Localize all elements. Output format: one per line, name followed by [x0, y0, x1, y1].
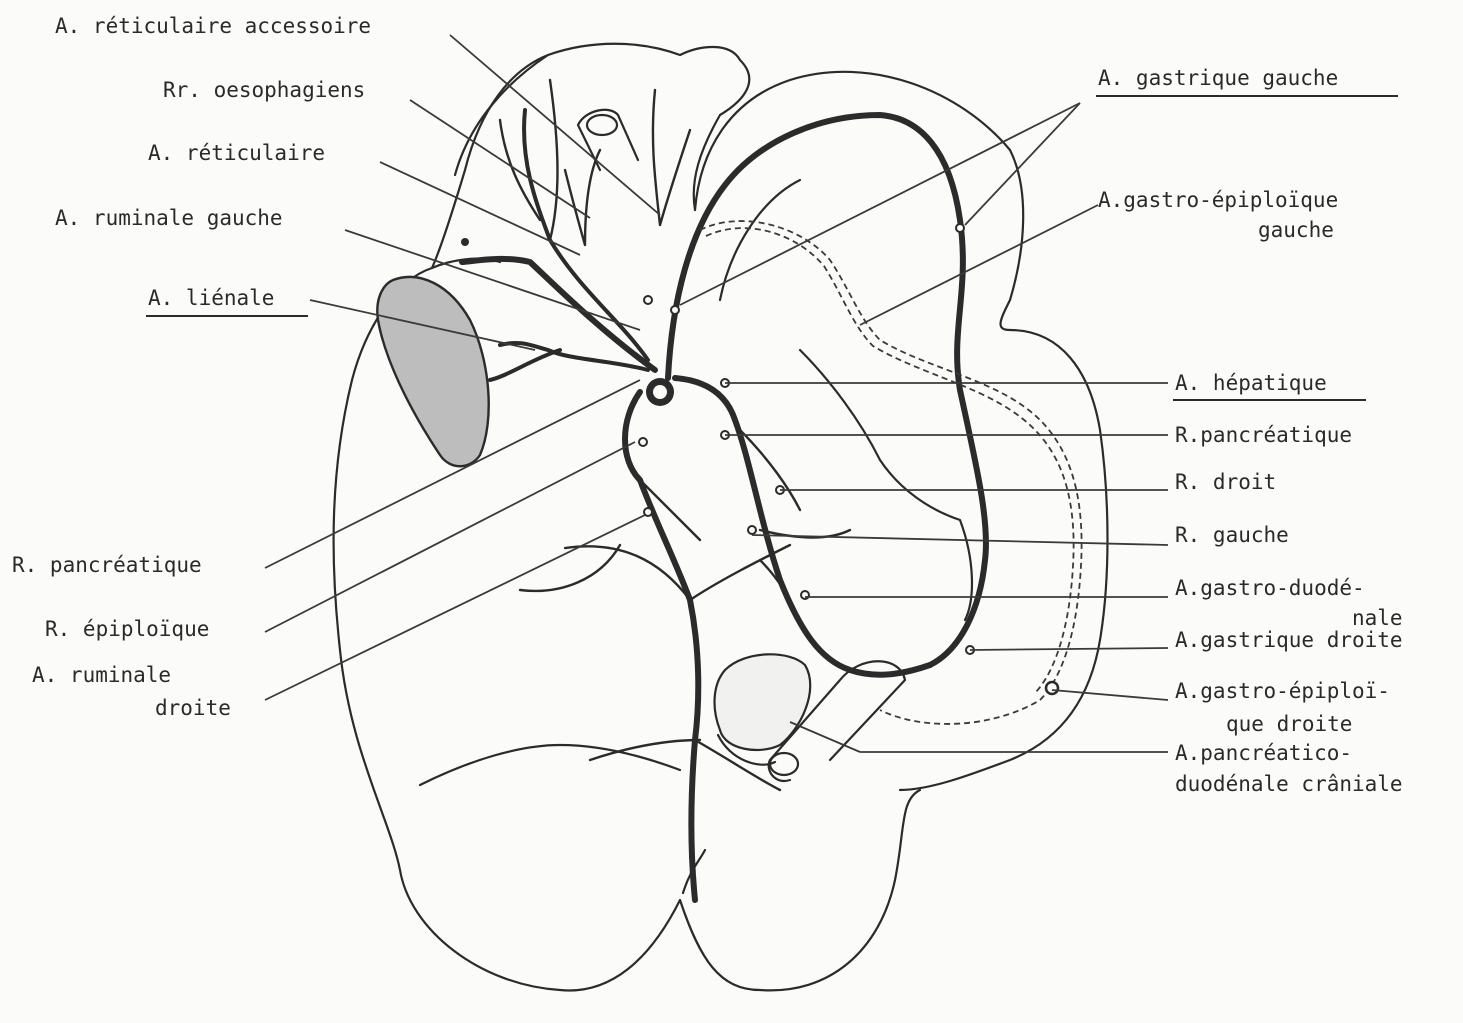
label-reticulaire-accessoire: A. réticulaire accessoire — [55, 14, 371, 38]
vessel-marker — [639, 438, 647, 446]
label-oesophagiens: Rr. oesophagiens — [163, 78, 365, 102]
celiac-trunk-lumen — [653, 385, 667, 399]
vessel-marker — [644, 296, 652, 304]
esophagus-opening — [587, 115, 617, 135]
hepatic-artery — [675, 378, 930, 675]
duodenum-opening — [770, 753, 798, 775]
label-droit: R. droit — [1175, 470, 1276, 494]
omasum-outline — [720, 180, 972, 620]
spleen — [377, 277, 488, 466]
label-gastro-epiploique-gauche-2: gauche — [1258, 218, 1334, 242]
label-lienale: A. liénale — [148, 286, 274, 310]
label-ruminale-gauche: A. ruminale gauche — [55, 206, 283, 230]
label-gastro-epiploique-droite-2: que droite — [1226, 712, 1352, 736]
vessel-marker — [748, 526, 756, 534]
left-gastro-epiploic-artery — [700, 221, 1082, 724]
right-ruminal-artery — [625, 392, 698, 900]
vessel-marker — [461, 238, 469, 246]
label-pancreatico-duodenale-1: A.pancréatico- — [1175, 741, 1352, 765]
left-gastro-epiploic-artery-b — [706, 228, 1074, 694]
splenic-branch — [490, 350, 560, 380]
label-pancreatique-left: R. pancréatique — [12, 553, 202, 577]
vessel-marker — [671, 306, 679, 314]
label-gastro-epiploique-gauche-1: A.gastro-épiploïque — [1098, 188, 1338, 212]
label-gauche: R. gauche — [1175, 523, 1289, 547]
label-gastrique-gauche: A. gastrique gauche — [1098, 66, 1338, 90]
label-pancreatico-duodenale-2: duodénale crâniale — [1175, 772, 1403, 796]
oesophageal-branches — [565, 90, 690, 245]
labels: A. réticulaire accessoire Rr. oesophagie… — [12, 14, 1403, 796]
vessel-marker — [644, 508, 652, 516]
label-ruminale-droite-1: A. ruminale — [32, 663, 171, 687]
label-pancreatique-right: R.pancréatique — [1175, 423, 1352, 447]
pancreas — [715, 654, 811, 750]
label-reticulaire: A. réticulaire — [148, 141, 325, 165]
esophagus — [578, 110, 638, 170]
label-hepatique: A. hépatique — [1175, 371, 1327, 395]
vessel-marker — [956, 224, 964, 232]
accessory-reticular-artery — [500, 80, 558, 240]
label-gastro-epiploique-droite-1: A.gastro-épiploï- — [1175, 679, 1390, 703]
label-gastrique-droite: A.gastrique droite — [1175, 628, 1403, 652]
label-gastro-duodenale-2: nale — [1352, 606, 1403, 630]
organ-outlines — [334, 44, 1108, 991]
label-gastro-duodenale-1: A.gastro-duodé- — [1175, 576, 1365, 600]
vessel-marker — [1046, 682, 1058, 694]
rumen-inner-line — [420, 745, 680, 785]
label-ruminale-droite-2: droite — [155, 696, 231, 720]
label-epiploique: R. épiploïque — [45, 617, 209, 641]
